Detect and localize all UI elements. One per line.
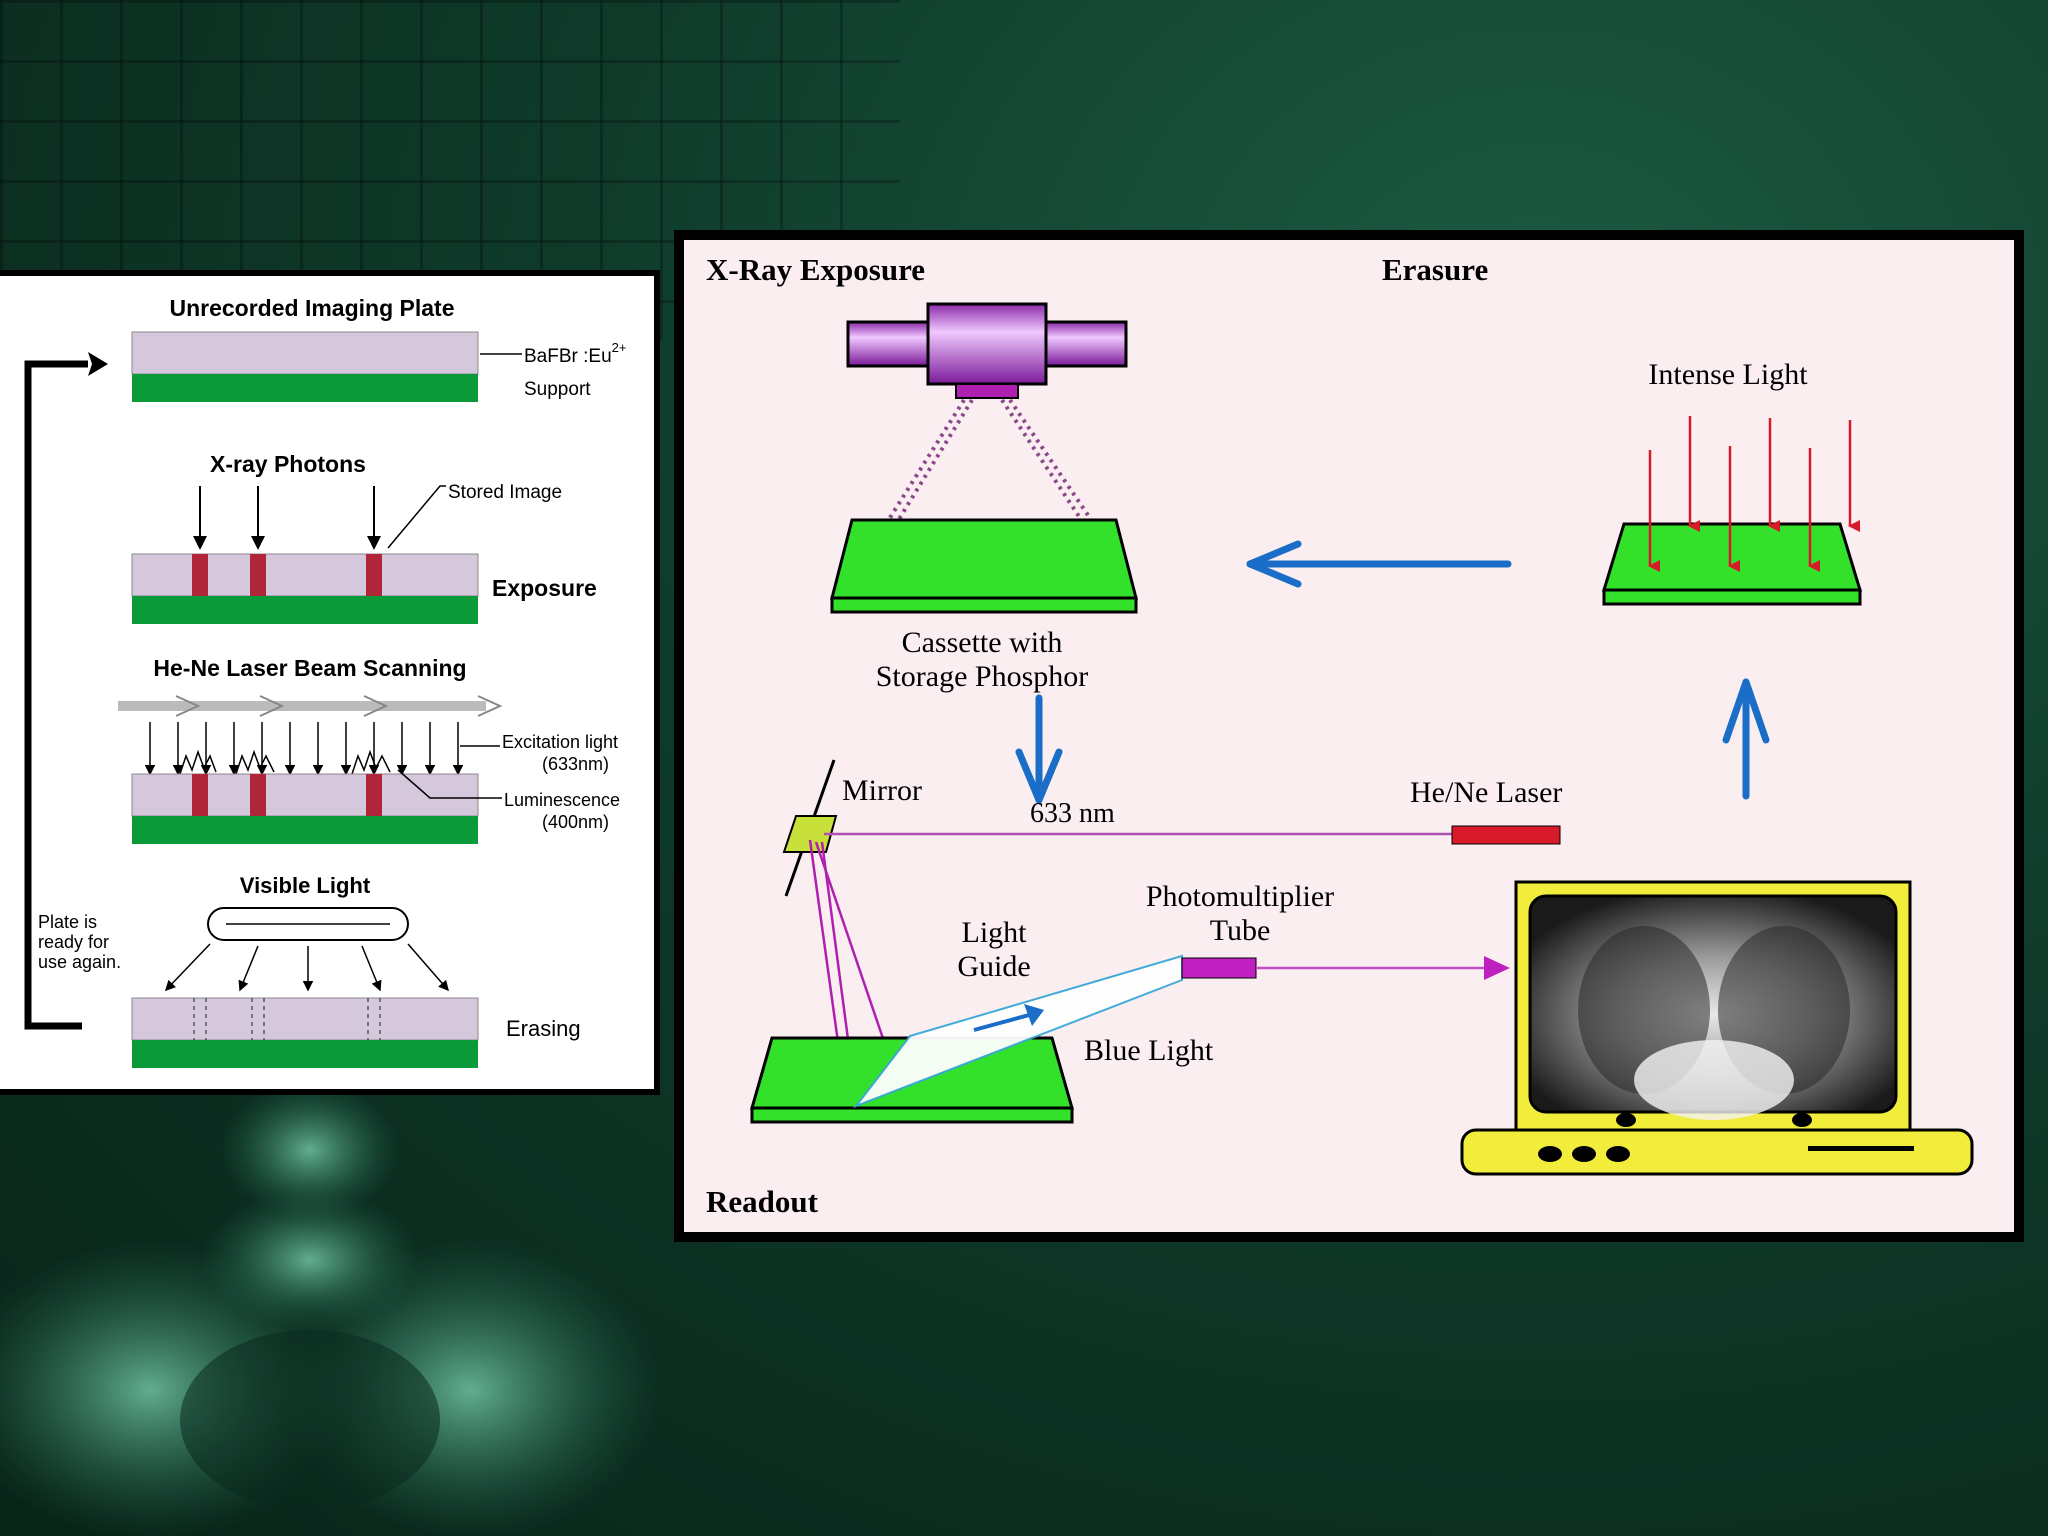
exposure-phosphor-layer — [132, 554, 478, 596]
xray-exposure-heading: X-Ray Exposure — [706, 252, 925, 287]
xray-tube — [848, 304, 1126, 398]
erased-support-layer — [132, 1040, 478, 1068]
laser-label: He/Ne Laser — [1410, 776, 1562, 809]
pmt-label-line2: Tube — [1210, 914, 1271, 947]
reuse-label-line1: Plate is — [38, 912, 97, 932]
stored-image-mark — [366, 554, 382, 596]
exposure-label: Exposure — [492, 575, 597, 601]
cr-process-diagram: X-Ray Exposure Erasure Readout — [684, 240, 2014, 1232]
light-guide-label-line1: Light — [962, 916, 1028, 949]
exposure-support-layer — [132, 596, 478, 624]
step1-title: Unrecorded Imaging Plate — [169, 295, 454, 321]
cr-process-diagram-frame: X-Ray Exposure Erasure Readout — [674, 230, 2024, 1242]
imaging-plate-cycle-svg: Unrecorded Imaging Plate BaFBr :Eu2+ Sup… — [0, 276, 654, 1095]
erasing-label: Erasing — [506, 1016, 581, 1041]
reuse-label-line2: ready for — [38, 932, 109, 952]
erasure-plate — [1604, 524, 1860, 604]
blue-light-label: Blue Light — [1084, 1034, 1214, 1067]
phosphor-label: BaFBr :Eu2+ — [524, 340, 626, 367]
scan-support-layer — [132, 816, 478, 844]
stored-image-label: Stored Image — [448, 482, 562, 503]
erased-phosphor-layer — [132, 998, 478, 1040]
excitation-wavelength: (633nm) — [542, 754, 609, 774]
cassette-label-line2: Storage Phosphor — [876, 660, 1089, 693]
readout-heading: Readout — [706, 1184, 819, 1219]
xray-beam — [886, 400, 1094, 524]
luminescence-label: Luminescence — [504, 790, 620, 810]
photomultiplier-tube — [1182, 958, 1256, 978]
pmt-label-line1: Photomultiplier — [1146, 880, 1334, 913]
intense-light-label: Intense Light — [1648, 358, 1808, 391]
computer-monitor — [1516, 882, 1910, 1130]
luminescence-wavelength: (400nm) — [542, 812, 609, 832]
support-label: Support — [524, 379, 591, 400]
cassette-plate — [832, 520, 1136, 612]
step3-title: He-Ne Laser Beam Scanning — [153, 655, 466, 681]
mirror-label: Mirror — [842, 774, 922, 807]
step4-title: Visible Light — [240, 873, 371, 898]
wavelength-label: 633 nm — [1030, 798, 1115, 829]
erasure-heading: Erasure — [1382, 252, 1488, 287]
light-guide-label-line2: Guide — [957, 950, 1030, 983]
luminescence-zigzags — [180, 752, 390, 774]
background-pelvis-xray — [0, 1090, 700, 1536]
stored-image-mark — [192, 554, 208, 596]
reuse-label-line3: use again. — [38, 952, 121, 972]
imaging-plate-cycle-diagram: Unrecorded Imaging Plate BaFBr :Eu2+ Sup… — [0, 270, 660, 1095]
excitation-label: Excitation light — [502, 732, 618, 752]
step2-title: X-ray Photons — [210, 451, 366, 477]
unrecorded-phosphor-layer — [132, 332, 478, 374]
cr-process-svg: X-Ray Exposure Erasure Readout — [684, 240, 2014, 1232]
cassette-label-line1: Cassette with — [902, 626, 1063, 659]
computer-base — [1462, 1130, 1972, 1174]
unrecorded-support-layer — [132, 374, 478, 402]
he-ne-laser — [1452, 826, 1560, 844]
stored-image-mark — [250, 554, 266, 596]
